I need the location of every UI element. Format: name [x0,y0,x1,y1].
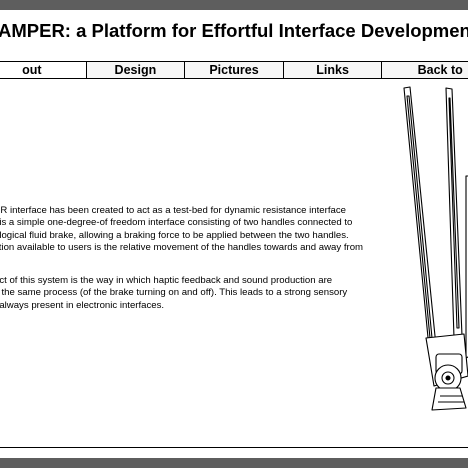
lower-mount-shape [431,387,467,411]
tab-design-label: Design [114,63,157,77]
feedback-line: ect of this system is the way in which h… [0,275,333,286]
tab-pictures[interactable]: Pictures [184,62,283,78]
tab-about[interactable]: out [0,62,86,78]
tab-pictures-label: Pictures [209,63,259,77]
right-handle-inner [448,97,460,329]
feedback-line: y the same process (of the brake turning… [0,287,348,299]
feedback-paragraph: ect of this system is the way in which h… [0,275,394,312]
content-bottom-border [0,447,468,448]
nav-bar: out Design Pictures Links Back to [0,61,468,79]
page-title: AMPER: a Platform for Effortful Interfac… [0,20,468,41]
brake-disc-hub [445,375,451,381]
intro-line: t is a simple one-degree-of freedom inte… [0,217,353,229]
device-illustration [403,86,468,411]
tab-about-label: out [22,63,42,77]
page: AMPER: a Platform for Effortful Interfac… [0,10,468,458]
tab-back-to[interactable]: Back to [381,62,468,78]
intro-line: ological fluid brake, allowing a braking… [0,229,349,241]
tab-design[interactable]: Design [85,62,185,78]
tab-back-to-label: Back to [417,63,463,77]
feedback-line: t always present in electronic interface… [0,299,165,311]
tab-links-label: Links [316,63,349,77]
intro-paragraph: ER interface has been created to act as … [0,205,394,254]
intro-line: ction available to users is the relative… [0,241,364,253]
intro-line: ER interface has been created to act as … [0,205,346,216]
tab-links[interactable]: Links [282,62,382,78]
